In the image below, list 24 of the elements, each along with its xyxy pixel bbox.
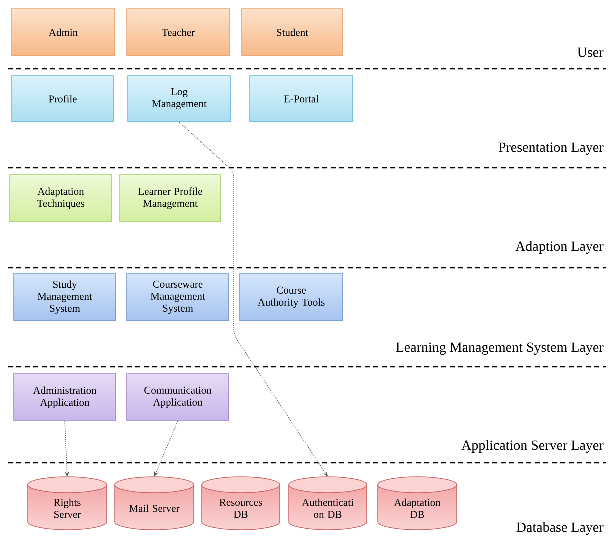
layer-box: Adaptation Techniques xyxy=(10,174,112,222)
layer-box: Course Authority Tools xyxy=(240,274,344,322)
layer-box: Admin xyxy=(12,8,116,56)
database-cylinder: Authenticati on DB xyxy=(288,476,368,530)
database-cylinder: Adaptation DB xyxy=(378,476,458,530)
layer-box: Administration Application xyxy=(14,374,116,422)
layer-box: Communication Application xyxy=(126,374,230,422)
layer-label: Database Layer xyxy=(516,522,604,536)
layer-box: Log Management xyxy=(128,76,232,122)
layer-label: Adaption Layer xyxy=(516,241,604,254)
layer-box: Profile xyxy=(12,76,114,122)
layer-label: Application Server Layer xyxy=(462,440,604,454)
database-cylinder: Rights Server xyxy=(28,476,108,530)
layer-label: User xyxy=(578,48,604,58)
layer-label: Presentation Layer xyxy=(498,142,604,156)
layer-box: E-Portal xyxy=(250,76,354,122)
database-cylinder: Mail Server xyxy=(114,476,194,530)
layer-label: Learning Management System Layer xyxy=(396,342,604,356)
layer-box: Learner Profile Management xyxy=(120,174,222,222)
layer-box: Teacher xyxy=(126,8,230,56)
layer-box: Study Management System xyxy=(14,274,116,322)
database-cylinder: Resources DB xyxy=(202,476,280,530)
layer-box: Courseware Management System xyxy=(126,274,230,322)
layer-box: Student xyxy=(242,8,344,56)
